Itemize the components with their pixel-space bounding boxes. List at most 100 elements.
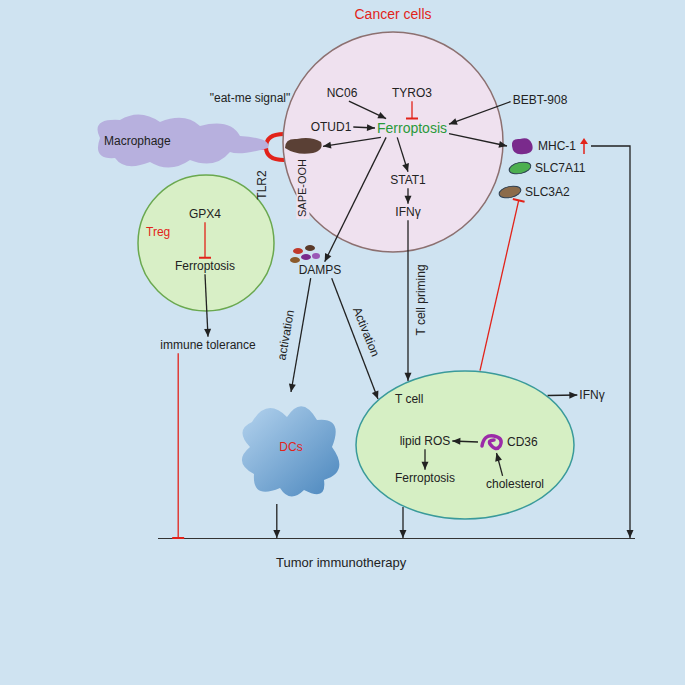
connector-line <box>407 188 408 204</box>
arrow-head <box>323 142 331 149</box>
process-label: Ferroptosis <box>393 470 457 486</box>
regulator-label: OTUD1 <box>309 119 354 135</box>
treg-cell-outline-part <box>138 175 274 311</box>
connector <box>422 449 429 470</box>
connector <box>480 199 525 371</box>
enzyme-label: GPX4 <box>187 206 223 222</box>
connector-line <box>497 453 503 476</box>
damp-dot <box>301 254 311 260</box>
node-text: Ferroptosis <box>377 120 447 136</box>
arrow-head <box>569 392 577 399</box>
connector <box>273 504 280 538</box>
node-text: immune tolerance <box>160 338 255 352</box>
arrow-head <box>399 530 406 538</box>
regulator-label: NC06 <box>325 85 360 101</box>
node-text: IFNγ <box>395 205 420 219</box>
edge-label: T cell priming <box>414 264 428 335</box>
node-text: CD36 <box>507 435 538 449</box>
lipid-ros-label: lipid ROS <box>398 433 453 449</box>
node-text: Treg <box>146 225 170 239</box>
connector <box>548 392 578 399</box>
regulator-label: TYRO3 <box>390 85 434 101</box>
connector-line <box>205 274 208 337</box>
node-text: DCs <box>232 440 350 454</box>
slc7a11-transporter-part <box>508 161 532 176</box>
arrow-head <box>495 453 502 462</box>
increase-arrow-part <box>580 138 588 144</box>
tlr2-receptor <box>266 134 284 160</box>
connector <box>591 146 634 538</box>
connector-line <box>480 200 519 370</box>
node-text: MHC-1 <box>538 139 576 153</box>
inhibition-bar <box>513 199 525 202</box>
node-text: DAMPS <box>299 263 342 277</box>
arrow-head <box>273 530 280 538</box>
arrow-head <box>422 462 429 470</box>
node-text: NC06 <box>327 86 358 100</box>
outcome-label: immune tolerance <box>158 337 257 353</box>
cd36-receptor <box>480 432 504 452</box>
connector <box>353 124 375 131</box>
cd36-node: CD36 <box>478 431 540 453</box>
signal-note: "eat-me signal" <box>210 91 291 105</box>
arrow-head <box>325 253 332 262</box>
cytokine-label: IFNγ <box>577 387 606 403</box>
damp-dot <box>293 248 303 254</box>
inhibition-bar <box>199 257 211 259</box>
arrow-head <box>204 329 211 337</box>
cancer-cell-outline-part <box>283 32 503 252</box>
connector <box>405 220 412 381</box>
arrow-head <box>377 112 386 119</box>
node-text: Cancer cells <box>281 6 505 23</box>
node-text: OTUD1 <box>311 120 352 134</box>
node-text: cholesterol <box>486 477 544 491</box>
sape-ooh-signal: SAPE-OOH <box>283 136 323 222</box>
connector-line <box>411 101 412 118</box>
node-text: Ferroptosis <box>395 471 455 485</box>
cytokine-label: IFNγ <box>393 204 422 220</box>
connector <box>406 101 418 118</box>
macrophage-cell: Macrophage <box>90 108 272 174</box>
process-label: Ferroptosis <box>375 119 449 138</box>
cd36-receptor-part <box>482 436 501 449</box>
connector-line <box>291 278 311 392</box>
connector-line <box>591 146 630 538</box>
mhc-node: MHC-1 <box>507 135 591 157</box>
outcome-bar: Tumor immunotherapy <box>158 538 635 578</box>
connector-line <box>178 353 179 538</box>
connector-line <box>276 504 277 538</box>
dendritic-cell: DCs <box>232 392 350 504</box>
transporter-node: SLC7A11 <box>506 160 587 176</box>
mhc-molecule-part <box>512 138 533 154</box>
damp-dot <box>312 253 320 259</box>
connector-line <box>323 137 381 146</box>
cholesterol-label: cholesterol <box>484 476 546 492</box>
node-text: Macrophage <box>104 134 171 148</box>
arrow-head <box>372 390 379 399</box>
sape-ooh-signal-outline-part <box>285 138 322 154</box>
connector-line <box>452 441 478 442</box>
connector <box>325 137 386 261</box>
node-text: SLC3A2 <box>525 185 570 199</box>
connector <box>397 137 409 171</box>
connector <box>199 222 211 258</box>
node-text: T cell <box>395 392 423 406</box>
node-text: TYRO3 <box>392 86 432 100</box>
connector-line <box>402 507 403 538</box>
t-cell-outline-part <box>356 371 574 519</box>
t-cell: T cell lipid ROS Ferroptosis CD36 cholestero… <box>355 370 575 520</box>
arrow-head <box>405 196 412 204</box>
node-text: SAPE-OOH <box>296 157 309 219</box>
edge-label: activation <box>275 309 298 361</box>
arrow-head <box>367 124 375 131</box>
node-text: GPX4 <box>189 207 221 221</box>
t-cell-outline <box>355 370 575 520</box>
node-text: Ferroptosis <box>175 259 235 273</box>
connector <box>405 188 412 204</box>
macrophage-cell-outline-part <box>98 114 269 167</box>
node-text: IFNγ <box>579 388 604 402</box>
drug-label: BEBT-908 <box>511 92 570 108</box>
arrow-head <box>402 163 409 172</box>
